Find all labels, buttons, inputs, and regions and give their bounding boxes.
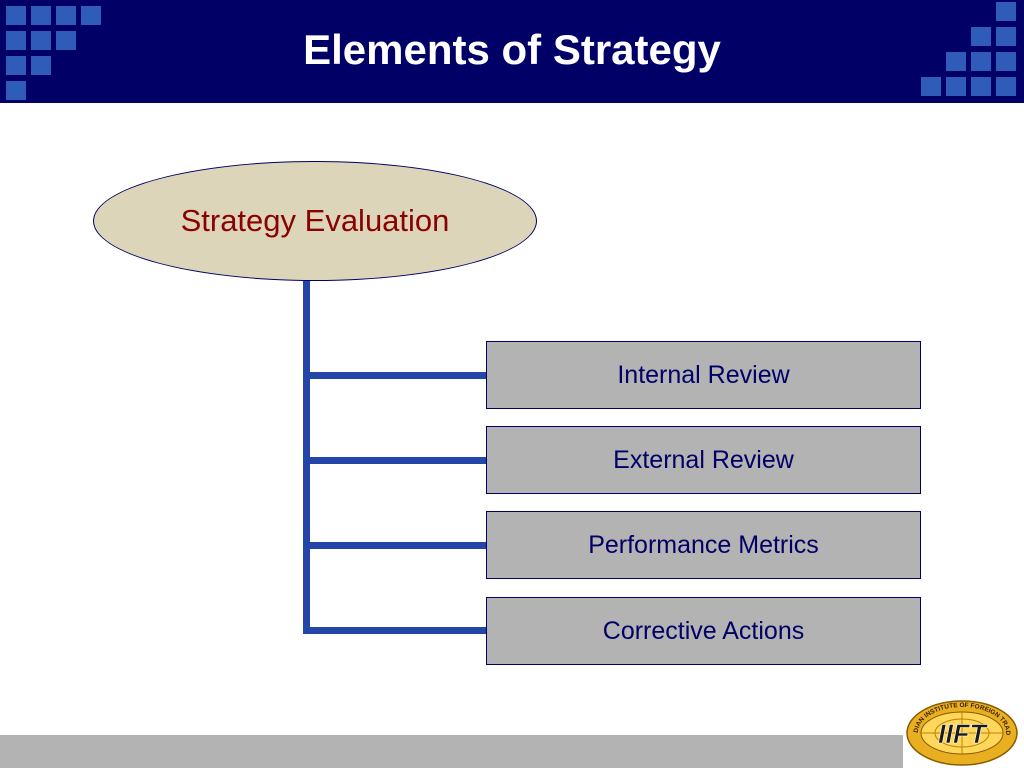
decor-square xyxy=(996,77,1016,96)
decor-square xyxy=(31,6,51,25)
decor-square xyxy=(56,31,76,50)
decor-square xyxy=(6,56,26,75)
decor-square xyxy=(971,77,991,96)
decor-square xyxy=(921,77,941,96)
decor-square xyxy=(31,31,51,50)
decor-square xyxy=(6,6,26,25)
decor-square xyxy=(996,2,1016,21)
child-node-internal-review: Internal Review xyxy=(486,341,921,409)
decor-square xyxy=(946,77,966,96)
root-node: Strategy Evaluation xyxy=(93,161,537,281)
connector-branch xyxy=(303,542,487,549)
decor-square xyxy=(996,27,1016,46)
decor-square xyxy=(81,6,101,25)
child-node-label: External Review xyxy=(613,445,794,474)
connector-branch xyxy=(303,627,487,634)
decor-square xyxy=(971,27,991,46)
child-node-corrective-actions: Corrective Actions xyxy=(486,597,921,665)
connector-branch xyxy=(303,457,487,464)
decor-square xyxy=(56,6,76,25)
child-node-performance-metrics: Performance Metrics xyxy=(486,511,921,579)
slide-title: Elements of Strategy xyxy=(303,26,721,73)
child-node-external-review: External Review xyxy=(486,426,921,494)
connector-branch xyxy=(303,372,487,379)
child-node-label: Performance Metrics xyxy=(588,530,819,559)
footer-bar xyxy=(0,735,903,768)
decor-square xyxy=(31,56,51,75)
decor-square xyxy=(946,52,966,71)
decor-square xyxy=(996,52,1016,71)
root-node-label: Strategy Evaluation xyxy=(180,203,450,238)
decor-square xyxy=(6,31,26,50)
header-banner: Elements of Strategy xyxy=(0,0,1024,103)
iift-logo: INDIAN INSTITUTE OF FOREIGN TRADE IIFT xyxy=(906,700,1018,766)
child-node-label: Internal Review xyxy=(617,360,790,389)
decor-square xyxy=(6,81,26,100)
child-node-label: Corrective Actions xyxy=(602,616,805,645)
logo-text: IIFT xyxy=(938,719,988,749)
decor-square xyxy=(971,52,991,71)
